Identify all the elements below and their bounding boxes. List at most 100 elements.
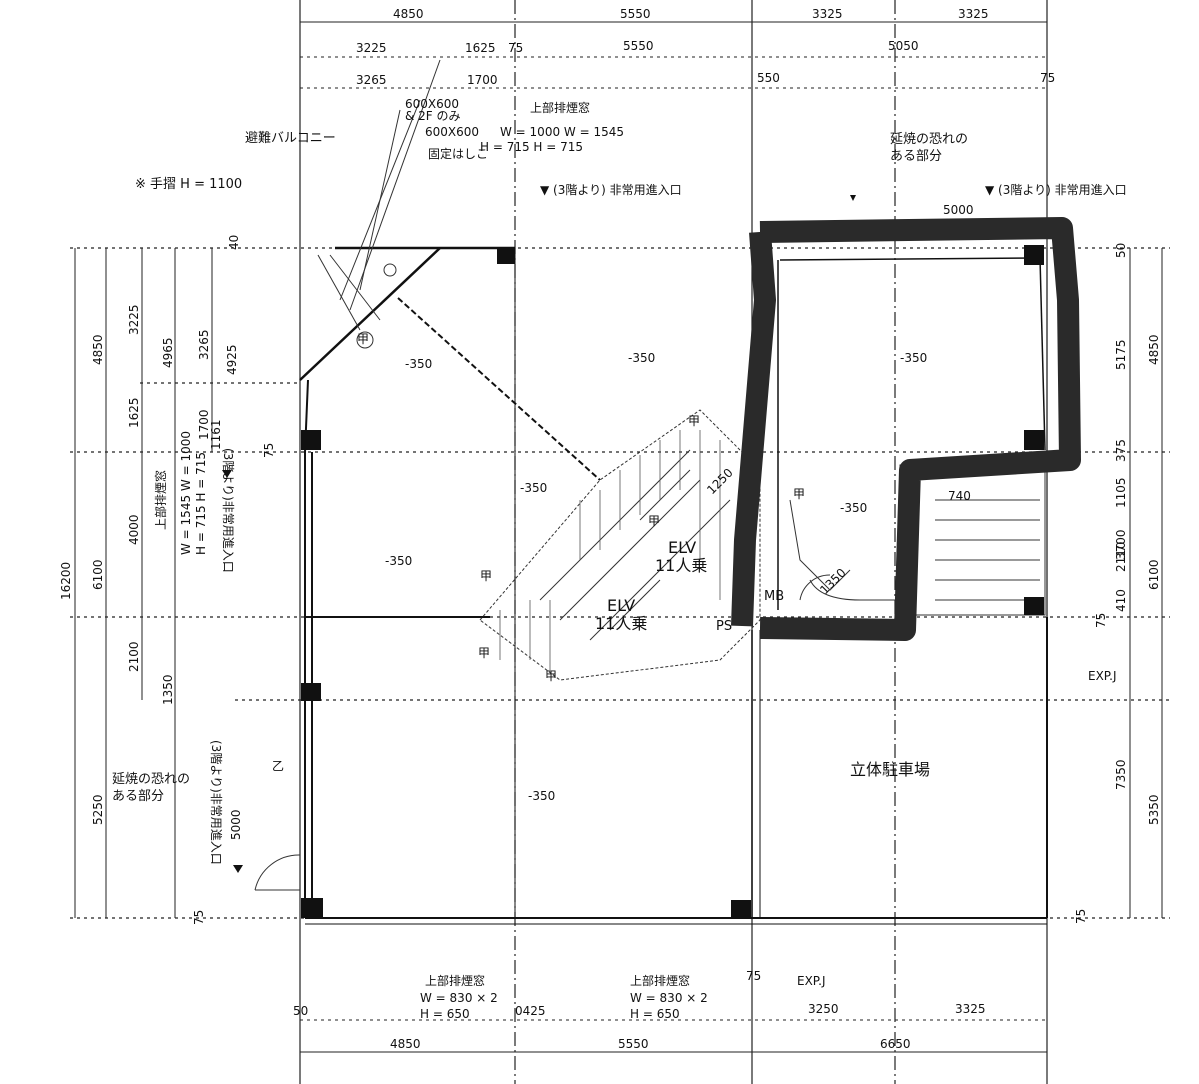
dim-label: 75 (1074, 909, 1088, 924)
emergency-entry-label: ▼ (3階より) 非常用進入口 (540, 182, 682, 197)
window-label: 600X600 (405, 97, 459, 111)
dimension-lines-top (300, 21, 1047, 89)
elevator-label: ELV (607, 596, 635, 615)
column (497, 247, 515, 264)
ps-label: PS (716, 619, 732, 634)
dim-label: 1350 (817, 566, 848, 597)
dim-label: 4850 (393, 7, 424, 21)
fire-door-mark: 甲 (545, 669, 557, 683)
dim-label: 5350 (1147, 794, 1161, 825)
window-label: 600X600 (425, 125, 479, 139)
entry-markers (222, 195, 856, 873)
dim-label: 740 (948, 489, 971, 503)
floor-level: -350 (528, 789, 555, 803)
floor-level: -350 (520, 481, 547, 495)
dim-label: 40 (227, 235, 241, 250)
smoke-window-label: 上部排煙窓 (425, 973, 485, 988)
dimension-lines-left (74, 248, 213, 918)
spread-risk-label: 延焼の恐れの (112, 772, 190, 787)
dim-label: 75 (1094, 613, 1108, 628)
dim-label: 75 (508, 41, 523, 55)
balcony-ladder (317, 59, 441, 349)
dim-label: 75 (262, 443, 276, 458)
dim-label: 550 (757, 71, 780, 85)
dim-label: 5550 (618, 1037, 649, 1051)
elevator-capacity: 11人乗 (655, 556, 707, 575)
column (1024, 245, 1044, 265)
dim-label: 410 (1114, 589, 1128, 612)
elevator-capacity: 11人乗 (595, 614, 647, 633)
spread-risk-label: 延焼の恐れの (890, 132, 968, 147)
dim-label: 2100 (127, 641, 141, 672)
column (1024, 430, 1044, 450)
smoke-window-label: 上部排煙窓 (153, 470, 168, 530)
dim-label: 5050 (888, 39, 919, 53)
column (301, 898, 323, 918)
dim-label: 1350 (161, 674, 175, 705)
dim-label: 5550 (620, 7, 651, 21)
floor-level: -350 (840, 501, 867, 515)
dim-label: 4850 (91, 334, 105, 365)
fire-door-mark: 甲 (478, 646, 490, 660)
dim-label: 5000 (943, 203, 974, 217)
dim-label: 1161 (209, 419, 223, 450)
dim-label: 3265 (356, 73, 387, 87)
fire-door-mark: 甲 (648, 514, 660, 528)
dim-label: 3225 (356, 41, 387, 55)
spread-risk-label: ある部分 (112, 789, 164, 804)
annotation-text: ※ 手摺 H = 1100 避難バルコニー 600X600 & 2F のみ 60… (112, 97, 1127, 1021)
dim-label: 2110 (1114, 541, 1128, 572)
fire-door-mark: 甲 (357, 332, 369, 346)
smoke-window-w: W = 830 × 2 (630, 991, 708, 1005)
dim-label: 4965 (161, 337, 175, 368)
top-dimension-text: 4850 5550 3325 3325 3225 1625 75 5550 50… (356, 7, 1055, 87)
dim-label: 4925 (225, 344, 239, 375)
dim-label: 75 (192, 910, 206, 925)
dim-label: 3700 (1114, 529, 1128, 560)
dim-label: 375 (1114, 439, 1128, 462)
emergency-entry-label: (3階より)非常用進入口 (221, 448, 236, 573)
dim-label: 6650 (880, 1037, 911, 1051)
dimension-lines-bottom (300, 1019, 1047, 1053)
dim-label: 4850 (1147, 334, 1161, 365)
smoke-window-h: H = 650 (630, 1007, 680, 1021)
dim-label: 75 (1040, 71, 1055, 85)
parking-label: 立体駐車場 (850, 760, 930, 779)
expj-label: EXP.J (1088, 669, 1117, 683)
dim-label: 3225 (127, 304, 141, 335)
dim-label: 3325 (958, 7, 989, 21)
smoke-window-w: W = 830 × 2 (420, 991, 498, 1005)
spread-risk-label: ある部分 (890, 149, 942, 164)
smoke-window-w: W = 1000 W = 1545 (500, 125, 624, 139)
fire-spread-boundary (731, 217, 1081, 641)
fire-door-mark: 乙 (272, 759, 284, 773)
smoke-window-h: H = 650 (420, 1007, 470, 1021)
smoke-window-h: H = 715 H = 715 (194, 452, 208, 555)
dim-label: 3325 (812, 7, 843, 21)
column (301, 430, 321, 450)
floor-level: -350 (628, 351, 655, 365)
dimension-lines-right (1129, 248, 1163, 918)
elevator-stair-core (479, 409, 761, 681)
dim-label: 0425 (515, 1004, 546, 1018)
dim-label: 5250 (91, 794, 105, 825)
fixed-ladder-note: 固定はしこ (428, 146, 488, 161)
dim-label: 5000 (229, 809, 243, 840)
mb-label: MB (764, 589, 784, 604)
window-note: & 2F のみ (405, 109, 461, 123)
elevator-label: ELV (668, 538, 696, 557)
structural-columns (301, 245, 1044, 918)
dim-label: 6100 (91, 559, 105, 590)
handrail-note: ※ 手摺 H = 1100 (135, 177, 242, 192)
column (1024, 597, 1044, 615)
balcony-label: 避難バルコニー (245, 131, 336, 146)
floor-level: -350 (900, 351, 927, 365)
emergency-entry-label: (3階より)非常用進入口 (209, 740, 224, 865)
floor-level: -350 (385, 554, 412, 568)
dim-label: 3265 (197, 329, 211, 360)
dim-label: 75 (746, 969, 761, 983)
dim-label: 5550 (623, 39, 654, 53)
dim-label: 4000 (127, 514, 141, 545)
left-dimension-text: 16200 4850 6100 5250 3225 1625 4000 2100… (59, 235, 276, 925)
